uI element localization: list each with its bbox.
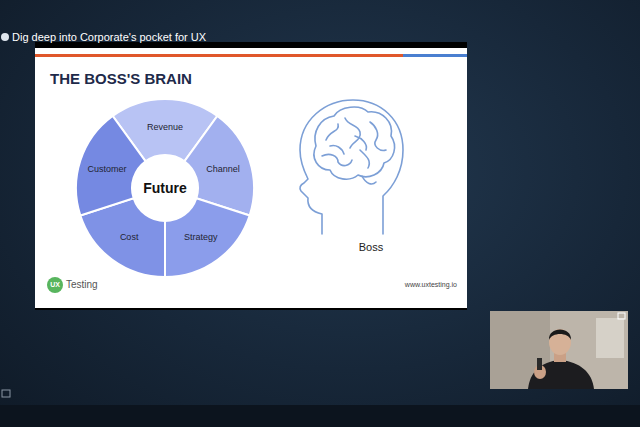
figure-label: Boss [359, 241, 383, 254]
accent-bar [403, 54, 467, 57]
slide-title: THE BOSS'S BRAIN [50, 70, 192, 87]
segment-label: Cost [120, 232, 139, 242]
head-illustration [300, 100, 403, 234]
corner-icon [2, 390, 10, 397]
center-label: Future [143, 180, 187, 196]
slide [35, 48, 467, 308]
segment-label: Channel [206, 164, 240, 174]
video-title: Dig deep into Corporate's pocket for UX [12, 31, 206, 44]
segment-label: Revenue [147, 122, 183, 132]
logo-text: Testing [66, 279, 98, 291]
bottom-bar [0, 405, 640, 427]
segment-label: Strategy [184, 232, 218, 242]
webcam-thumbnail [490, 311, 628, 389]
segment-label: Customer [87, 164, 126, 174]
website: www.uxtesting.io [405, 281, 457, 289]
slide-frame [35, 42, 467, 310]
logo-mark: UX [50, 281, 60, 289]
logo-badge [47, 277, 63, 293]
avatar-icon [1, 33, 9, 41]
center-circle: Future [133, 156, 197, 220]
accent-bar [35, 54, 403, 57]
